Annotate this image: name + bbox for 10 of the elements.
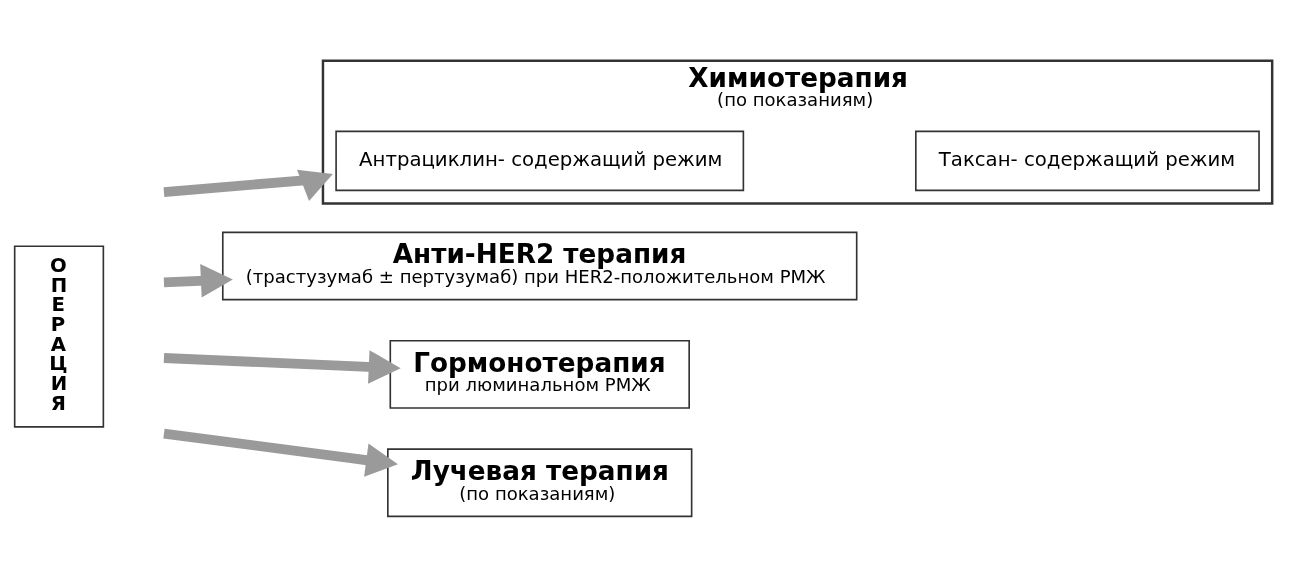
node-box: Антрациклин- содержащий режим [335, 130, 745, 192]
node-box: Таксан- содержащий режим [915, 130, 1260, 192]
node-box: Гормонотерапия при люминальном РМЖ [389, 339, 690, 409]
arrow [163, 428, 398, 477]
node-box: ОПЕРАЦИЯ [13, 245, 105, 428]
arrow [163, 169, 333, 202]
arrow [163, 264, 233, 298]
node-box: Анти-HER2 терапия (трастузумаб ± пертузумаб) при HER2-положительном РМЖ [221, 231, 858, 301]
node-box: Лучевая терапия (по показаниям) [387, 448, 693, 518]
arrow [163, 350, 401, 384]
